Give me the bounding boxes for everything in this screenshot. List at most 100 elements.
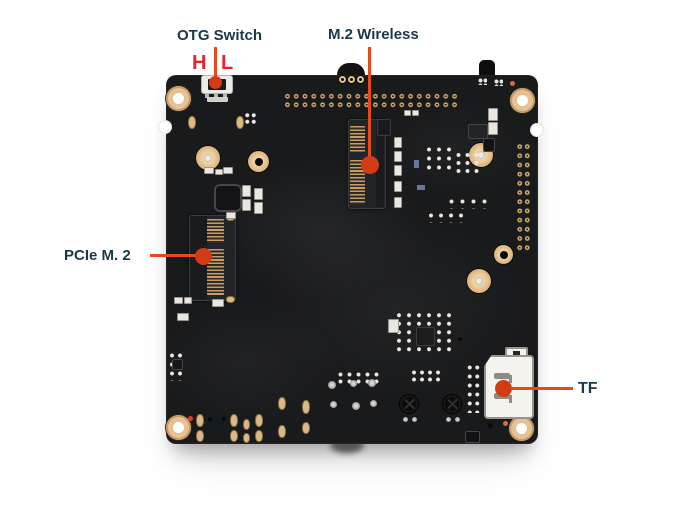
smd-cluster [478,78,487,85]
smd-pad [174,297,183,304]
solder-joint [403,417,408,422]
smd-part-blue [417,185,425,190]
solder-pad [196,414,204,427]
smd-cluster [494,79,503,86]
mounting-hole [510,88,535,113]
m2-wireless-leader-dot [361,156,379,174]
gpio-header-holes [283,92,459,109]
button-pad [348,76,355,83]
pcie-m2-leader-line [150,254,203,257]
smd-pad [394,137,402,148]
qfn-chip [416,327,435,346]
solder-pad [278,397,286,410]
smd-pad [404,110,411,116]
resistor [215,169,223,175]
otg-leader-dot [209,76,222,89]
smd-cluster [244,112,257,125]
smd-pad [177,313,189,321]
led-dot [510,81,515,86]
solder-pad [243,419,250,430]
capacitor [254,202,263,214]
standoff-screw [467,269,491,293]
solder-pad [302,422,310,434]
solder-pad [243,433,250,443]
solder-pad [236,116,244,129]
solder-pad [278,425,286,438]
m2-wireless-leader-line [368,47,371,165]
resistor [204,167,214,174]
capacitor [254,188,263,200]
switch-pin [205,93,209,98]
resistor [226,212,236,219]
m2-wireless-label: M.2 Wireless [328,26,419,43]
m2-wireless-slot [348,119,391,209]
smd-pad [412,110,419,116]
edge-notch [530,123,544,137]
tf-label: TF [578,380,598,397]
switch-silkscreen [207,97,228,102]
via-dot [222,417,226,421]
capacitor [242,185,251,197]
solder-pad [255,430,263,442]
solder-joint [350,380,357,387]
mounting-hole [509,416,534,441]
inductor [214,184,242,212]
side-header-holes [516,142,531,253]
led-dot [188,416,193,421]
capacitor [488,122,498,135]
solder-joint [455,417,460,422]
button-pad [339,76,346,83]
edge-notch [158,120,172,134]
pcb-board [158,75,544,444]
switch-pin [214,93,218,98]
solder-pad [230,414,238,427]
pcie-m2-label: PCIe M. 2 [64,247,131,264]
switch-pin [223,93,227,98]
solder-joint [330,401,337,408]
smd-pad [212,299,224,307]
solder-pad [302,400,310,414]
solder-pad [230,430,238,442]
smd-pad [388,319,399,333]
screw-head [400,395,418,413]
otg-low-marker: L [221,52,234,74]
led-dot [503,421,508,426]
standoff-ring [248,151,269,172]
otg-high-marker: H [192,52,207,74]
smd-pad [394,151,402,162]
soic8-chip [468,124,488,139]
screw-head [443,395,461,413]
button-pad [357,76,364,83]
smd-cluster [466,363,481,413]
solder-pad [196,430,204,442]
solder-joint [328,381,336,389]
smd-pad [394,165,402,176]
solder-joint [370,400,377,407]
mounting-hole [166,415,191,440]
small-ic [172,359,183,370]
solder-joint [446,417,451,422]
solder-joint [412,417,417,422]
diode [483,138,495,152]
solder-joint [352,402,360,410]
smd-cluster [454,151,480,173]
otg-leader-line [214,47,217,80]
smd-cluster [446,197,492,209]
capacitor [242,199,251,211]
standoff-screw [196,146,220,170]
smd-cluster [424,145,456,173]
smd-cluster [426,211,468,223]
via-dot [208,417,212,421]
tf-leader-line [511,387,573,390]
smd-pad [394,197,402,208]
solder-joint [368,379,376,387]
standoff-ring [494,245,513,264]
otg-switch-label: OTG Switch [177,27,263,44]
capacitor [488,108,498,121]
tf-leader-dot [495,380,512,397]
solder-pad [255,414,263,427]
smd-cluster [410,369,444,382]
solder-pad [188,116,196,129]
mounting-hole [166,86,191,111]
